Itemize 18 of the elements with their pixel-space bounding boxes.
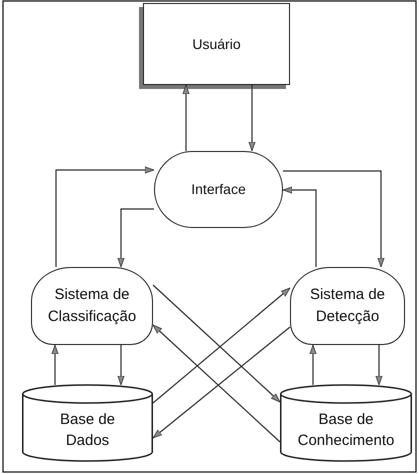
arrow bbox=[118, 345, 124, 386]
node-label: Base de Dados bbox=[58, 410, 116, 451]
arrow bbox=[282, 186, 317, 267]
arrow bbox=[283, 170, 384, 268]
arrow bbox=[118, 208, 154, 268]
node-label: Interface bbox=[191, 180, 246, 199]
node-label: Usuário bbox=[192, 34, 241, 54]
node-label: Sistema de Detecção bbox=[308, 285, 386, 327]
arrow bbox=[310, 344, 316, 385]
arrow bbox=[52, 344, 58, 385]
system-node bbox=[290, 267, 405, 345]
node-label: Base de Conhecimento bbox=[296, 410, 396, 451]
node-label: Sistema de Classificação bbox=[46, 285, 138, 327]
system-node bbox=[31, 267, 153, 345]
arrow bbox=[55, 166, 154, 267]
arrow bbox=[182, 84, 190, 151]
arrow bbox=[376, 345, 382, 386]
arrow bbox=[248, 85, 256, 152]
